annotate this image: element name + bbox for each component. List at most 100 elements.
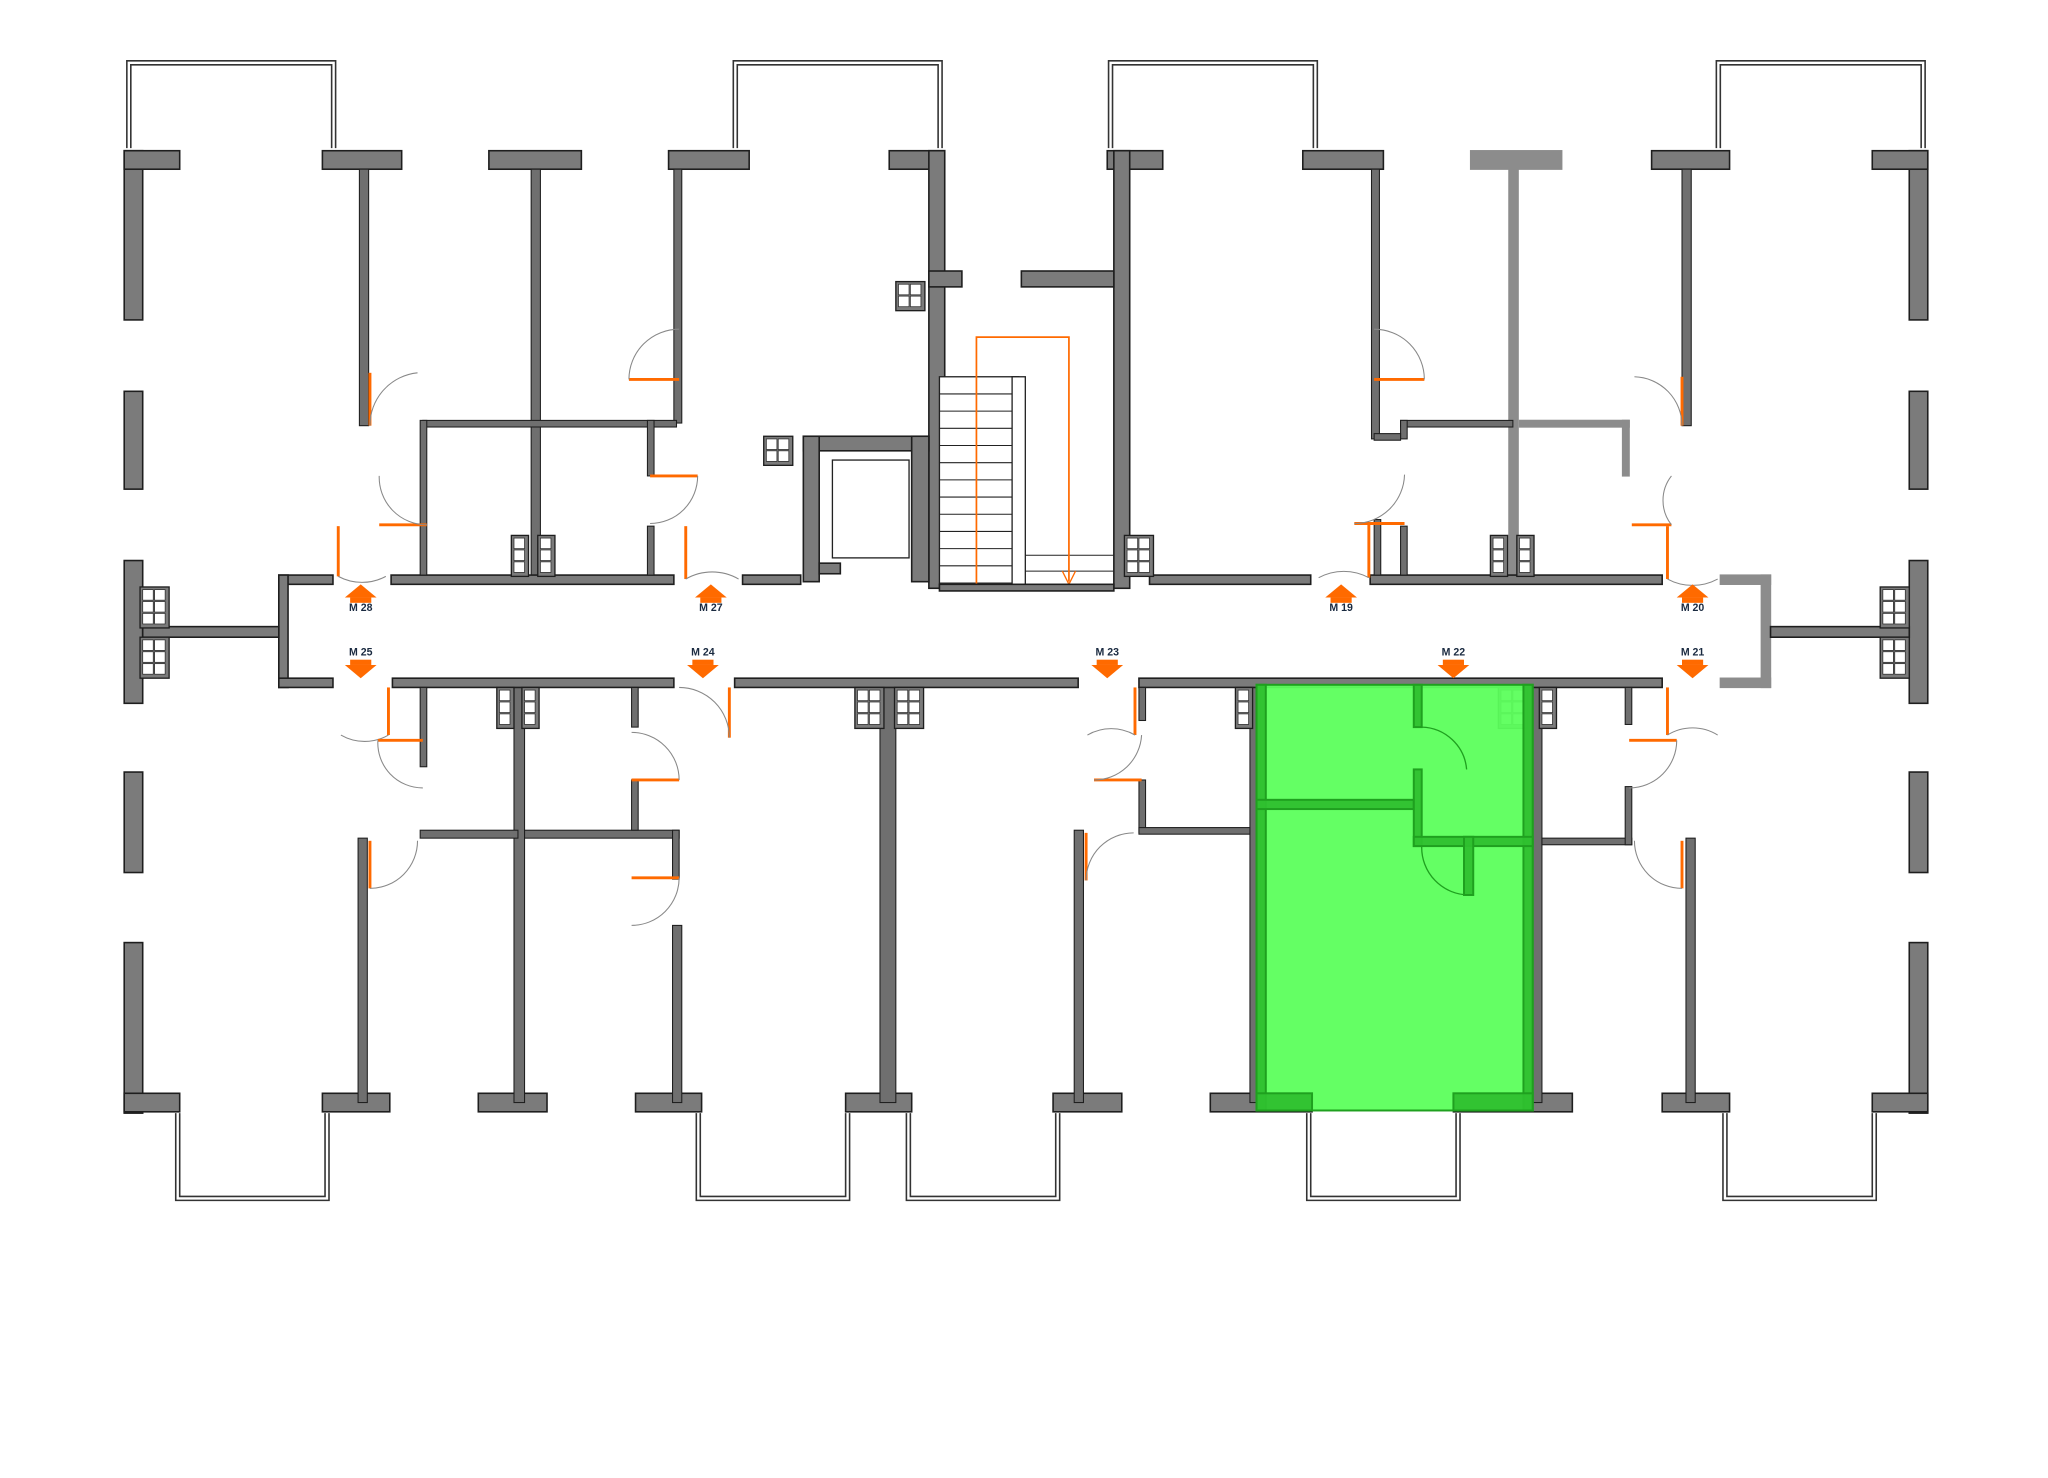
vent-cell [142,663,154,675]
vent-cell [1894,613,1906,625]
highlight-area [1255,683,1267,1112]
door-swing [369,840,419,889]
door-swing [1087,728,1136,736]
stair-core [802,149,1131,592]
arrow-down-icon-base [350,659,372,665]
wall [672,924,683,1104]
vent-cell [524,713,536,725]
highlight-area [1412,768,1423,848]
unit-marker[interactable]: M 23 [1091,647,1124,679]
arrow-up-icon-base [1682,597,1704,603]
wall [419,686,428,768]
vent-cell [513,537,525,550]
vent-cell [1894,639,1906,651]
arrow-down-icon [1437,664,1470,679]
stair-rail [1011,376,1026,589]
unit-marker[interactable]: M 28 [344,584,377,614]
vent-cell [154,639,166,651]
wall [938,583,1115,592]
highlight-area [1462,835,1475,896]
unit-marker[interactable]: M 22 [1437,647,1470,679]
vent-cell [1138,537,1150,550]
wall [1719,677,1772,689]
wall [673,168,683,424]
vent-cell [1541,701,1553,713]
wall [1400,419,1514,428]
balcony [126,60,337,149]
vent-cell [1519,537,1531,550]
vent-cell [142,613,154,625]
arrow-down-icon [687,664,719,679]
wall [1621,419,1630,477]
vent-cell [513,549,525,561]
balcony [178,1113,326,1198]
wall [1508,168,1519,576]
vent-cell [142,639,154,651]
unit-marker[interactable]: M 25 [344,647,377,679]
wall [1138,779,1147,834]
walls [123,149,1929,1114]
door-swing [377,740,423,789]
wall [524,829,680,839]
arrow-up-icon [1325,584,1357,598]
highlight-area [1255,798,1415,811]
wall [1400,419,1408,440]
arrow-down-icon [1091,664,1124,679]
arrow-down-icon-base [1096,659,1118,665]
door-swing [685,571,739,580]
unit-marker[interactable]: M 20 [1676,584,1709,614]
vent-cell [896,701,909,713]
wall [357,837,368,1104]
vent-cell [1882,639,1894,651]
vent-cell [142,651,154,663]
vent-cell [524,689,536,702]
balcony [174,1113,330,1202]
arrow-down-icon-base [1442,659,1464,665]
door-swing [1633,840,1683,889]
vent-cell [154,589,166,601]
vent-cell [869,689,881,702]
vent-cell [142,601,154,613]
highlighted-apartment[interactable] [1255,683,1534,1112]
wall [141,625,280,638]
stairs [938,376,1020,589]
door-swing [1634,376,1683,426]
wall [1113,149,1131,590]
wall [634,1092,703,1113]
door-swing [1318,570,1370,579]
wall [1373,519,1382,576]
vent-cell [1882,589,1894,601]
arrow-up-icon [694,584,727,598]
wall [391,677,675,689]
unit-marker[interactable]: M 21 [1676,647,1709,679]
wall [513,686,526,1104]
wall [1871,149,1929,171]
wall [1370,168,1380,440]
vent-cell [1541,713,1553,725]
wall [928,270,963,288]
unit-marker[interactable]: M 19 [1325,584,1357,614]
unit-label: M 19 [1329,602,1353,614]
door-swing [378,475,427,526]
door-swing [1374,328,1425,380]
vent-cell [154,663,166,675]
vent-cell [540,561,552,573]
vent-cell [1138,549,1150,561]
balcony [130,63,333,149]
unit-marker[interactable]: M 27 [694,584,727,614]
wall [321,1092,391,1113]
vent-cell [1882,663,1894,675]
vent-cell [1126,561,1139,573]
wall [1373,433,1402,441]
unit-label: M 22 [1442,647,1466,659]
wall [123,1092,181,1113]
vent-cell [777,438,790,450]
unit-marker[interactable]: M 24 [687,647,719,679]
wall [1908,390,1929,490]
vent-cell [777,450,790,462]
door-swing [340,734,389,742]
wall [123,149,181,171]
wall [277,677,334,689]
vent-cell [154,651,166,663]
balcony [1309,1113,1457,1198]
